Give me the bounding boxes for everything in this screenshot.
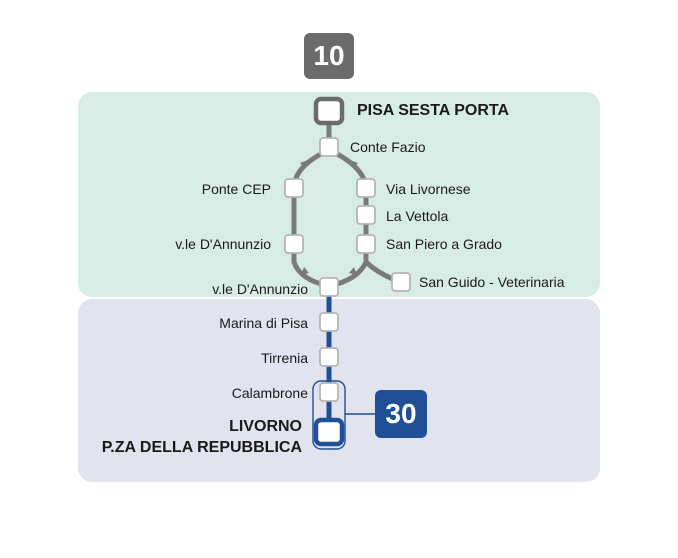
stop-label-livorno-piazza: P.ZA DELLA REPUBBLICA	[101, 439, 302, 456]
stop-label-san-piero-a-grado: San Piero a Grado	[386, 236, 502, 252]
arrow-icon	[300, 160, 308, 168]
stop-marker-calambrone	[319, 382, 339, 402]
stop-label-marina-di-pisa: Marina di Pisa	[219, 315, 308, 331]
stop-marker-san-piero-a-grado	[356, 234, 376, 254]
stop-label-vle-dannunzio-junction: v.le D'Annunzio	[212, 281, 308, 297]
stop-marker-ponte-cep	[284, 178, 304, 198]
stop-marker-tirrenia	[319, 347, 339, 367]
stop-label-ponte-cep: Ponte CEP	[201, 181, 271, 197]
stop-marker-san-guido	[391, 272, 411, 292]
stop-label-la-vettola: La Vettola	[386, 208, 449, 224]
arrow-icon	[349, 267, 357, 275]
terminus-marker-livorno	[313, 417, 345, 447]
terminus-highlight	[312, 380, 346, 450]
stop-marker-conte-fazio	[319, 137, 339, 157]
stop-marker-la-vettola	[356, 205, 376, 225]
stop-label-conte-fazio: Conte Fazio	[350, 139, 426, 155]
stop-label-san-guido: San Guido - Veterinaria	[419, 274, 565, 290]
stop-label-calambrone: Calambrone	[231, 385, 308, 401]
arrow-icon	[301, 267, 309, 275]
stop-label-tirrenia: Tirrenia	[261, 350, 308, 366]
terminus-marker-pisa	[313, 96, 345, 126]
stop-marker-via-livornese	[356, 178, 376, 198]
arrow-icon	[350, 160, 358, 168]
zone-pisa-area	[78, 92, 600, 297]
stop-label-vle-dannunzio-upper: v.le D'Annunzio	[175, 236, 271, 252]
stop-marker-vle-dannunzio-junction	[319, 277, 339, 297]
stop-label-pisa-sesta-porta: PISA SESTA PORTA	[357, 102, 510, 119]
stop-marker-vle-dannunzio-upper	[284, 234, 304, 254]
line-30-badge: 30	[375, 390, 427, 438]
line-10-badge: 10	[304, 33, 354, 79]
zone-coast-area	[78, 299, 600, 482]
stop-label-via-livornese: Via Livornese	[386, 181, 471, 197]
stop-label-livorno: LIVORNO	[229, 418, 302, 435]
stop-marker-marina-di-pisa	[319, 312, 339, 332]
